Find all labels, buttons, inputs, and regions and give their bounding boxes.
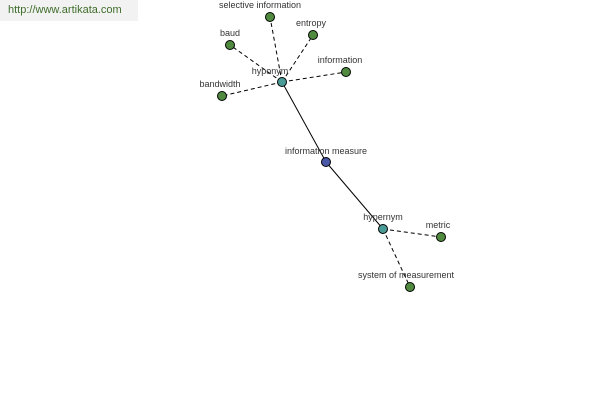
node-information[interactable]: information [318,55,363,77]
node-selective-information[interactable]: selective information [219,0,301,22]
node-label-bandwidth[interactable]: bandwidth [199,79,240,89]
node-marker-metric[interactable] [436,232,446,242]
node-marker-hyponym[interactable] [277,77,287,87]
node-metric[interactable]: metric [426,220,451,242]
edges-layer [221,16,442,288]
node-marker-hypernym[interactable] [378,224,388,234]
node-entropy[interactable]: entropy [296,18,327,40]
node-marker-information-measure[interactable] [321,157,331,167]
edge-information-measure-to-hypernym [325,161,384,230]
node-baud[interactable]: baud [220,28,240,50]
edge-hyponym-to-entropy [281,34,314,83]
node-marker-entropy[interactable] [308,30,318,40]
node-bandwidth[interactable]: bandwidth [199,79,241,101]
node-label-metric[interactable]: metric [426,220,451,230]
node-marker-baud[interactable] [225,40,235,50]
node-label-hypernym[interactable]: hypernym [363,212,403,222]
node-label-hyponym[interactable]: hyponym [252,66,289,76]
node-information-measure[interactable]: information measure [285,146,367,167]
node-label-information-measure[interactable]: information measure [285,146,367,156]
node-marker-selective-information[interactable] [265,12,275,22]
node-hypernym[interactable]: hypernym [363,212,403,234]
node-label-baud[interactable]: baud [220,28,240,38]
edge-hyponym-to-information [281,71,347,83]
edge-hypernym-to-metric [382,228,442,238]
node-system-of-measurement[interactable]: system of measurement [358,270,455,292]
edge-hypernym-to-system-of-measurement [382,228,411,288]
node-label-information[interactable]: information [318,55,363,65]
edge-information-measure-to-hyponym [281,81,327,163]
node-marker-system-of-measurement[interactable] [405,282,415,292]
edge-hyponym-to-bandwidth [221,81,283,97]
node-hyponym[interactable]: hyponym [252,66,289,87]
node-label-entropy[interactable]: entropy [296,18,327,28]
edge-hyponym-to-baud [229,44,283,83]
site-url-watermark[interactable]: http://www.artikata.com [0,0,138,21]
node-label-selective-information[interactable]: selective information [219,0,301,10]
nodes-layer: information measure hyponym hypernym select… [199,0,455,292]
node-label-system-of-measurement[interactable]: system of measurement [358,270,455,280]
node-marker-information[interactable] [341,67,351,77]
node-marker-bandwidth[interactable] [217,91,227,101]
